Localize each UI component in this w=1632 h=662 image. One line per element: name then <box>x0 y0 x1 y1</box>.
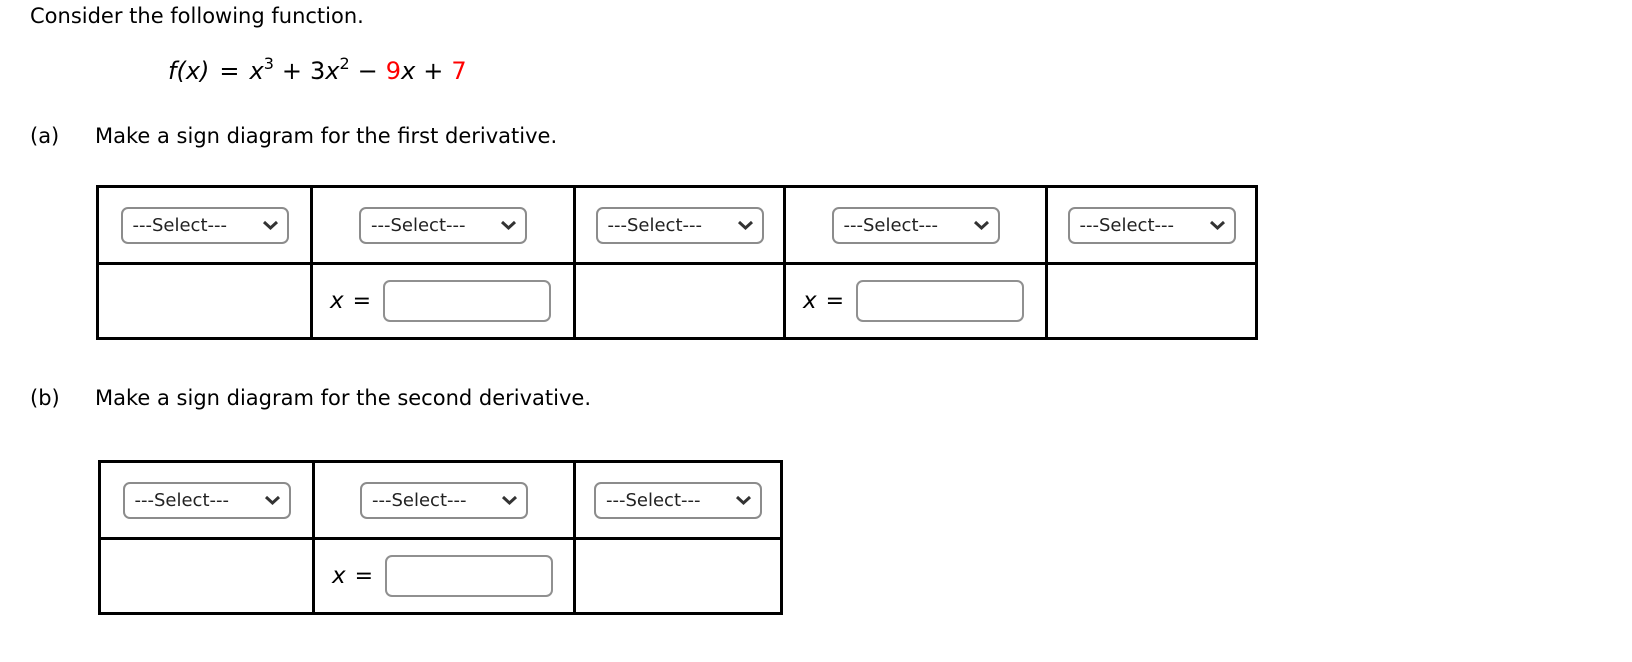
equals-label: = <box>354 563 374 589</box>
cell-select-a3: ---Select--- <box>573 185 786 266</box>
sign-select-a3[interactable]: ---Select--- <box>597 208 762 242</box>
formula-term1-base: x <box>249 57 264 86</box>
x-value-input-a2[interactable] <box>856 280 1025 323</box>
part-a-label: (a) <box>30 123 60 148</box>
sign-select-a4[interactable]: ---Select--- <box>833 208 998 242</box>
cell-x-input-a1: x = <box>310 262 576 341</box>
empty-cell <box>98 537 315 616</box>
sign-select-a1[interactable]: ---Select--- <box>122 208 287 242</box>
x-entry-a1: x = <box>313 280 573 323</box>
question-page: Consider the following function. f(x)=x3… <box>30 4 1632 616</box>
cell-select-a2: ---Select--- <box>310 185 576 266</box>
sign-select-a2[interactable]: ---Select--- <box>361 208 525 242</box>
cell-x-input-a2: x = <box>783 262 1048 341</box>
formula-equals: = <box>219 57 240 86</box>
sign-select-row-b: ---Select--- ---Select--- ---Select--- <box>98 460 783 541</box>
sign-diagram-table-first-derivative: ---Select--- ---Select--- ---Select--- <box>96 185 1258 341</box>
x-label: x <box>332 563 346 590</box>
sign-select-a5[interactable]: ---Select--- <box>1069 208 1234 242</box>
select-wrapper-a1: ---Select--- <box>120 206 289 244</box>
x-entry-b1: x = <box>315 555 573 598</box>
empty-cell <box>573 537 783 616</box>
part-b-label: (b) <box>30 386 60 411</box>
part-a-heading: (a) Make a sign diagram for the first de… <box>30 124 1632 149</box>
sign-diagram-table-second-derivative: ---Select--- ---Select--- ---Select--- <box>98 460 783 616</box>
sign-select-row-a: ---Select--- ---Select--- ---Select--- <box>96 185 1258 266</box>
empty-cell <box>1045 262 1258 341</box>
cell-select-b2: ---Select--- <box>312 460 576 541</box>
equals-label: = <box>352 288 372 314</box>
sign-select-b2[interactable]: ---Select--- <box>362 483 526 517</box>
cell-select-b1: ---Select--- <box>98 460 315 541</box>
x-value-input-b1[interactable] <box>385 555 554 598</box>
formula-lhs: f(x) <box>168 57 210 86</box>
cell-x-input-b1: x = <box>312 537 576 616</box>
select-wrapper-b3: ---Select--- <box>594 481 762 519</box>
formula-operator3: + <box>423 57 444 86</box>
part-a-prompt: Make a sign diagram for the first deriva… <box>95 123 558 148</box>
formula-term3-variable: x <box>401 57 416 86</box>
x-value-row-a: x = x = <box>96 262 1258 341</box>
x-label: x <box>330 288 344 315</box>
formula-term4-constant: 7 <box>451 57 467 86</box>
formula-term1-exponent: 3 <box>263 54 274 74</box>
formula-operator1: + <box>281 57 302 86</box>
select-wrapper-b1: ---Select--- <box>122 481 291 519</box>
cell-select-a5: ---Select--- <box>1045 185 1258 266</box>
empty-cell <box>96 262 313 341</box>
formula-term2-exponent: 2 <box>339 54 350 74</box>
part-b-heading: (b) Make a sign diagram for the second d… <box>30 386 1632 411</box>
intro-text: Consider the following function. <box>30 4 364 28</box>
equals-label: = <box>825 288 845 314</box>
cell-select-a1: ---Select--- <box>96 185 313 266</box>
x-entry-a2: x = <box>786 280 1045 323</box>
cell-select-b3: ---Select--- <box>573 460 783 541</box>
function-formula: f(x)=x3+3x2−9x+7 <box>168 54 1632 86</box>
x-value-row-b: x = <box>98 537 783 616</box>
formula-operator2: − <box>357 57 378 86</box>
sign-select-b3[interactable]: ---Select--- <box>596 483 760 517</box>
select-wrapper-a2: ---Select--- <box>359 206 527 244</box>
sign-select-b1[interactable]: ---Select--- <box>124 483 289 517</box>
select-wrapper-b2: ---Select--- <box>360 481 528 519</box>
cell-select-a4: ---Select--- <box>783 185 1048 266</box>
formula-term2-base: x <box>325 57 340 86</box>
formula-term3-coefficient: 9 <box>385 57 402 86</box>
select-wrapper-a4: ---Select--- <box>831 206 1000 244</box>
x-value-input-a1[interactable] <box>383 280 552 323</box>
empty-cell <box>573 262 786 341</box>
formula-term2-coefficient: 3 <box>310 57 326 86</box>
x-label: x <box>803 288 817 315</box>
select-wrapper-a5: ---Select--- <box>1067 206 1236 244</box>
part-b-prompt: Make a sign diagram for the second deriv… <box>95 386 591 411</box>
select-wrapper-a3: ---Select--- <box>595 206 764 244</box>
